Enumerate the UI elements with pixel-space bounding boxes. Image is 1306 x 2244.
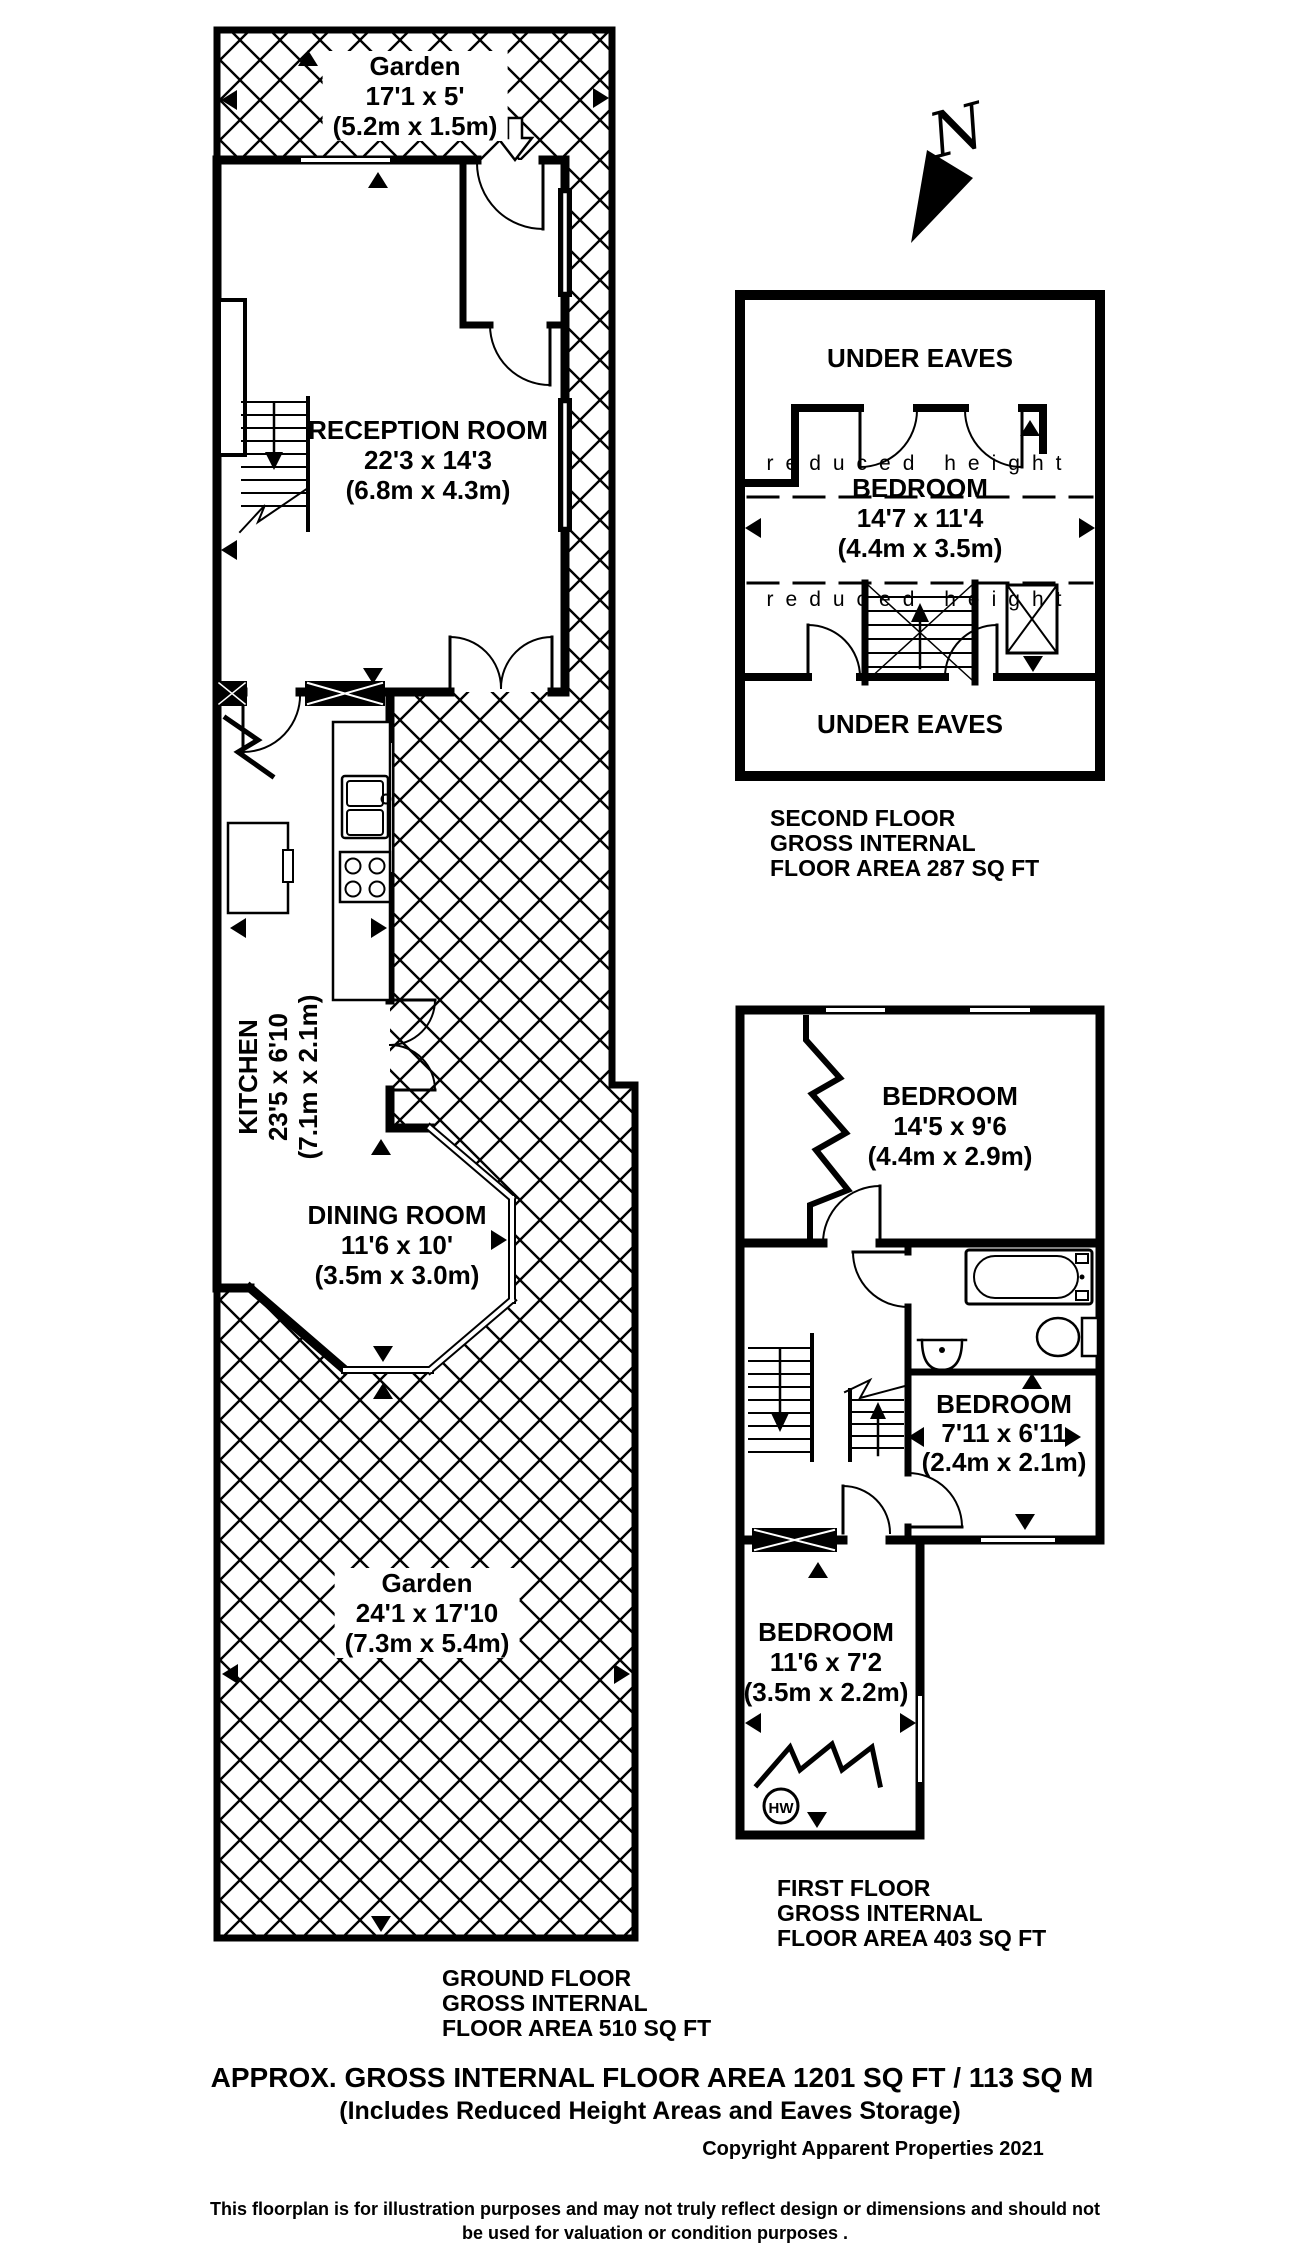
room-name: RECEPTION ROOM [308, 415, 548, 445]
room-dims-metric: (4.4m x 3.5m) [837, 533, 1003, 563]
north-arrow: N [911, 87, 995, 243]
room-dims-imperial: 11'6 x 7'2 [769, 1647, 883, 1677]
total-area-summary: APPROX. GROSS INTERNAL FLOOR AREA 1201 S… [210, 2062, 1094, 2093]
disclaimer-line-1: This floorplan is for illustration purpo… [209, 2199, 1101, 2219]
threshold-arrows [221, 50, 1095, 1932]
bedroom-front-label: BEDROOM 14'5 x 9'6 (4.4m x 2.9m) [868, 1081, 1033, 1171]
wardrobe-zigzag [753, 1739, 883, 1789]
second-floor-bedroom-label: BEDROOM 14'7 x 11'4 (4.4m x 3.5m) [838, 473, 1003, 563]
room-name: Garden [369, 51, 461, 81]
garden-hatch [217, 30, 635, 1938]
ground-floor-plan [212, 26, 639, 1942]
toilet-icon [1035, 1316, 1100, 1358]
bedroom-rear-label: BEDROOM 11'6 x 7'2 (3.5m x 2.2m) [744, 1617, 909, 1707]
second-floor-plan [735, 290, 1105, 781]
room-name: DINING ROOM [307, 1200, 487, 1230]
room-dims-metric: (2.4m x 2.1m) [921, 1447, 1087, 1477]
hob-icon [338, 850, 392, 904]
wall-recess [219, 298, 247, 457]
garden-main-label: Garden 24'1 x 17'10 (7.3m x 5.4m) [334, 1568, 520, 1658]
first-floor-caption: FIRST FLOOR GROSS INTERNAL FLOOR AREA 40… [777, 1876, 1046, 1951]
reduced-height-bottom-label: reduced height [766, 588, 1074, 611]
room-dims-imperial: 22'3 x 14'3 [363, 445, 493, 475]
appliance-icon [226, 821, 294, 915]
room-name: BEDROOM [758, 1617, 894, 1647]
stairs-second-icon [861, 579, 979, 686]
room-dims-metric: (5.2m x 1.5m) [332, 111, 498, 141]
room-dims-imperial: 24'1 x 17'10 [355, 1598, 499, 1628]
room-dims-metric: (3.5m x 2.2m) [743, 1677, 909, 1707]
room-dims-metric: (7.1m x 2.1m) [293, 994, 323, 1160]
stairs-ground-icon [238, 396, 310, 534]
second-floor-caption: SECOND FLOOR GROSS INTERNAL FLOOR AREA 2… [770, 806, 1039, 881]
room-dims-metric: (6.8m x 4.3m) [345, 475, 511, 505]
disclaimer-line-2: be used for valuation or condition purpo… [461, 2223, 849, 2243]
first-floor-windows [823, 1005, 1058, 1785]
sink-icon [916, 1338, 968, 1372]
room-dims-imperial: 23'5 x 6'10 [263, 1012, 293, 1142]
kitchen-sink-icon [340, 774, 392, 840]
caption-line: FIRST FLOOR [777, 1875, 931, 1901]
caption-line: FLOOR AREA 287 SQ FT [770, 855, 1040, 881]
area-note: (Includes Reduced Height Areas and Eaves… [339, 2097, 961, 2125]
caption-line: GROSS INTERNAL [770, 830, 976, 856]
wardrobe-zigzag [803, 1015, 853, 1243]
caption-line: FLOOR AREA 403 SQ FT [777, 1925, 1047, 1951]
first-floor-plan: HW [735, 1005, 1105, 1840]
room-name: BEDROOM [936, 1389, 1072, 1419]
under-eaves-top-label: UNDER EAVES [827, 343, 1013, 373]
chimney-breast [217, 681, 385, 706]
caption-line: SECOND FLOOR [770, 805, 956, 831]
room-name: Garden [381, 1568, 473, 1598]
caption-line: GROUND FLOOR [442, 1965, 632, 1991]
room-name: BEDROOM [882, 1081, 1018, 1111]
reduced-height-top-label: reduced height [766, 452, 1074, 475]
ground-floor-caption: GROUND FLOOR GROSS INTERNAL FLOOR AREA 5… [442, 1966, 711, 2041]
bath-icon [964, 1248, 1094, 1306]
stairs-first-icon [748, 1333, 907, 1462]
room-name: BEDROOM [852, 473, 988, 503]
room-name: KITCHEN [233, 1019, 263, 1135]
room-dims-metric: (7.3m x 5.4m) [344, 1628, 510, 1658]
dining-room-label: DINING ROOM 11'6 x 10' (3.5m x 3.0m) [307, 1200, 486, 1290]
room-dims-imperial: 14'7 x 11'4 [856, 503, 984, 533]
skylight-icon [1005, 583, 1059, 655]
bedroom-middle-label: BEDROOM 7'11 x 6'11 (2.4m x 2.1m) [922, 1390, 1087, 1477]
caption-line: GROSS INTERNAL [442, 1990, 648, 2016]
room-dims-imperial: 14'5 x 9'6 [893, 1111, 1007, 1141]
ground-doors [241, 161, 554, 1092]
room-dims-imperial: 7'11 x 6'11 [941, 1418, 1067, 1448]
chimney-breast [752, 1528, 837, 1552]
kitchen-counter [222, 714, 392, 1002]
kitchen-label: KITCHEN 23'5 x 6'10 (7.1m x 2.1m) [233, 995, 323, 1160]
caption-line: GROSS INTERNAL [777, 1900, 983, 1926]
broken-wall [222, 714, 276, 780]
room-dims-imperial: 17'1 x 5' [365, 81, 465, 111]
under-eaves-bottom-label: UNDER EAVES [817, 709, 1003, 739]
room-dims-metric: (4.4m x 2.9m) [867, 1141, 1033, 1171]
copyright-text: Copyright Apparent Properties 2021 [702, 2138, 1044, 2160]
caption-line: FLOOR AREA 510 SQ FT [442, 2015, 712, 2041]
room-dims-imperial: 11'6 x 10' [340, 1230, 454, 1260]
first-floor-doors [821, 1184, 964, 1535]
hot-water-cylinder: HW [762, 1787, 800, 1825]
room-dims-metric: (3.5m x 3.0m) [314, 1260, 480, 1290]
garden-top-label: Garden 17'1 x 5' (5.2m x 1.5m) [322, 51, 508, 141]
reception-room-label: RECEPTION ROOM 22'3 x 14'3 (6.8m x 4.3m) [308, 415, 548, 505]
building-floor [217, 160, 565, 1370]
hw-label: HW [769, 1800, 795, 1817]
